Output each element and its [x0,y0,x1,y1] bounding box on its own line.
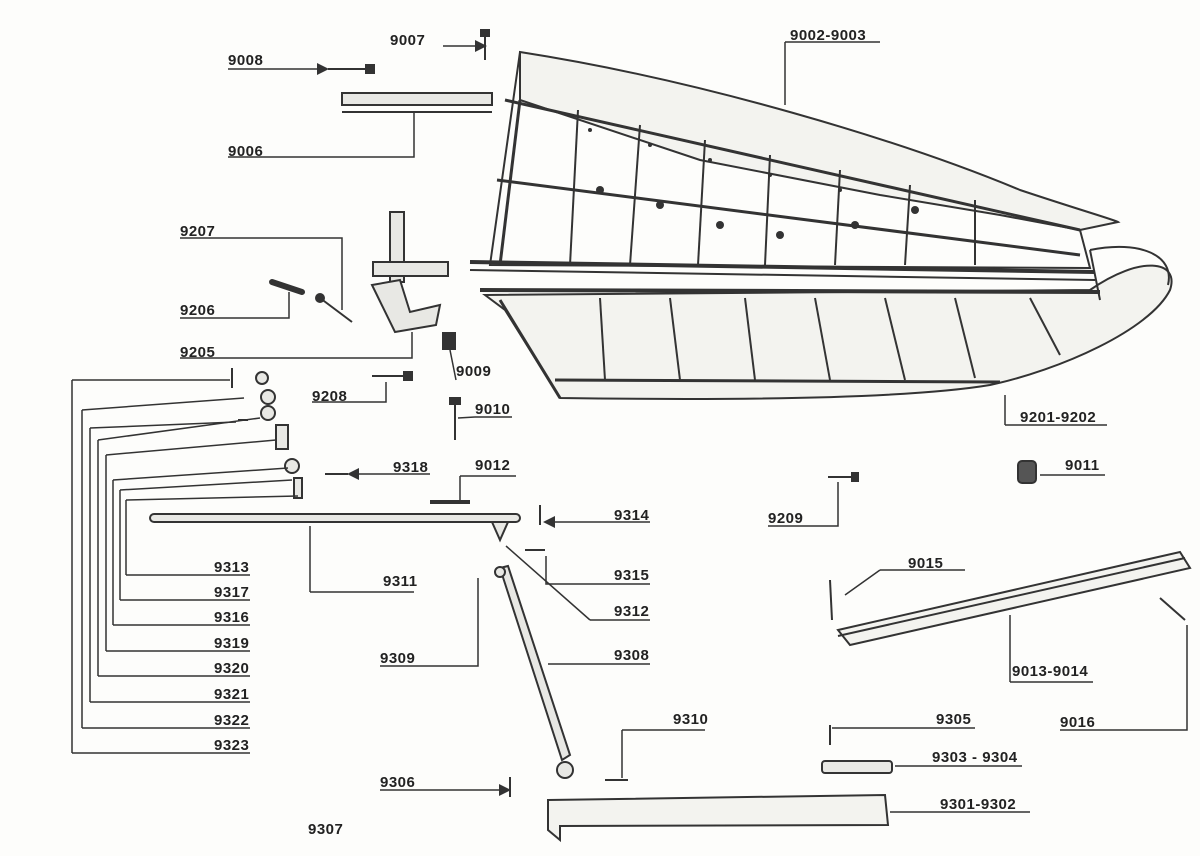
label-9307: 9307 [308,821,344,838]
label-9311: 9311 [383,573,418,590]
label-9323: 9323 [214,737,250,754]
label-9320: 9320 [214,660,250,677]
label-9201-9202: 9201-9202 [1020,409,1097,426]
label-9321: 9321 [214,686,250,703]
label-9313: 9313 [214,559,250,576]
label-9322: 9322 [214,712,250,729]
label-9206: 9206 [180,302,216,319]
rod-9308 [494,564,574,779]
label-9310: 9310 [673,711,709,728]
label-9208: 9208 [312,388,348,405]
label-9012: 9012 [475,457,511,474]
lower-rudder-frame [479,245,1173,400]
hinge-bracket-9006 [341,92,493,113]
label-9207: 9207 [180,223,216,240]
label-9316: 9316 [214,609,250,626]
label-9306: 9306 [380,774,416,791]
upper-rudder-frame [469,50,1121,281]
leader-lines [71,40,1188,813]
label-9010: 9010 [475,401,511,418]
label-9303-9304: 9303 - 9304 [932,749,1018,766]
pin-9206 [269,279,305,295]
label-9006: 9006 [228,143,264,160]
label-9002-9003: 9002-9003 [790,27,867,44]
lever-9312 [490,521,510,543]
bolt-9207 [315,293,353,323]
spar-9013 [836,550,1192,647]
label-9016: 9016 [1060,714,1096,731]
label-9011: 9011 [1065,457,1100,474]
trim-tab-9301 [547,793,890,843]
bolt-9008 [328,64,375,74]
label-9008: 9008 [228,52,264,69]
label-9318: 9318 [393,459,429,476]
label-9205: 9205 [180,344,216,361]
label-9009: 9009 [456,363,492,380]
bolt-9007 [480,29,490,60]
label-9305: 9305 [936,711,972,728]
label-9015: 9015 [908,555,944,572]
label-9309: 9309 [380,650,416,667]
tab-link-9303 [821,760,893,774]
label-9317: 9317 [214,584,250,601]
label-9315: 9315 [614,567,650,584]
label-9312: 9312 [614,603,650,620]
label-9314: 9314 [614,507,650,524]
control-horn-9205 [370,211,449,334]
small-parts [325,332,1186,797]
label-9301-9302: 9301-9302 [940,796,1017,813]
label-9319: 9319 [214,635,250,652]
label-9308: 9308 [614,647,650,664]
rivet-dots [588,128,919,239]
linkage-stack [231,368,303,499]
push-rod-9311 [149,513,521,523]
label-9007: 9007 [390,32,426,49]
label-9209: 9209 [768,510,804,527]
label-9013-9014: 9013-9014 [1012,663,1089,680]
